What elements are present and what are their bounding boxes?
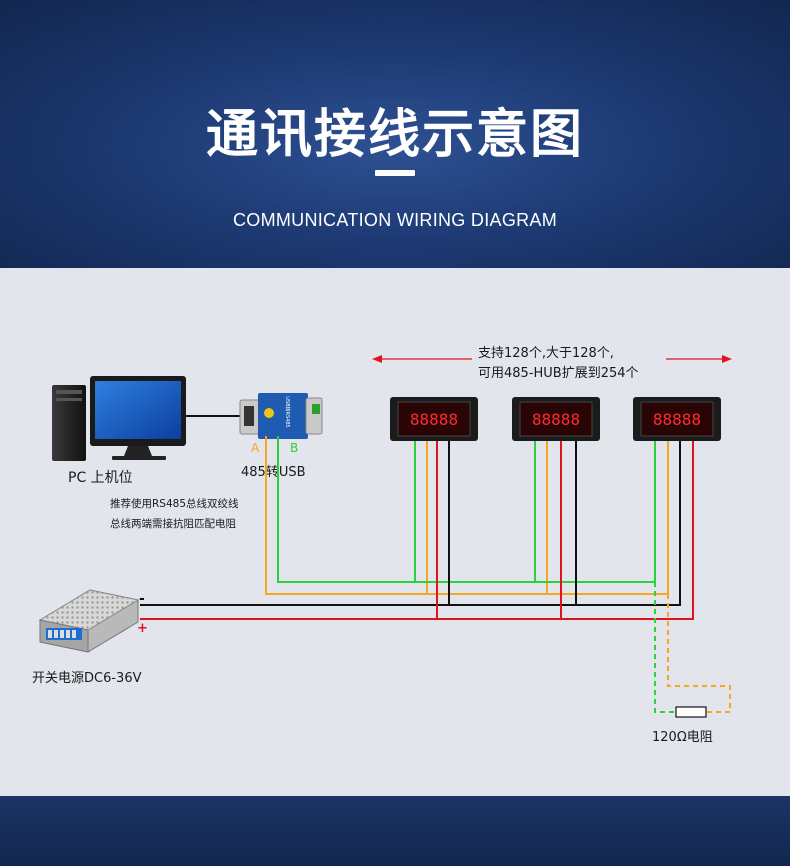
- meter-2: 88888: [512, 397, 600, 441]
- footer-banner: [0, 796, 790, 866]
- meter-1-display: 88888: [410, 410, 458, 429]
- meter-3-display: 88888: [653, 410, 701, 429]
- page-subtitle: COMMUNICATION WIRING DIAGRAM: [232, 210, 558, 230]
- title-divider: [375, 170, 415, 176]
- converter-body-text: USB转RS485: [284, 396, 291, 427]
- capacity-arrows: [372, 355, 732, 363]
- terminal-b-label: B: [290, 441, 298, 455]
- power-supply: [38, 589, 140, 653]
- meter-3: 88888: [633, 397, 721, 441]
- bus-wires: [140, 436, 731, 713]
- pc-label: PC 上机位: [68, 470, 133, 486]
- pc-computer: [52, 376, 186, 461]
- psu-minus: -: [139, 591, 145, 607]
- psu-label: 开关电源DC6-36V: [32, 671, 142, 686]
- converter-label: 485转USB: [241, 465, 306, 480]
- capacity-line-2: 可用485-HUB扩展到254个: [478, 366, 639, 381]
- note-line-1: 推荐使用RS485总线双绞线: [110, 497, 239, 510]
- terminal-a-label: A: [251, 441, 260, 455]
- meter-2-display: 88888: [532, 410, 580, 429]
- rs485-usb-converter: USB转RS485: [239, 393, 323, 439]
- terminating-resistor: [675, 706, 707, 718]
- meter-1: 88888: [390, 397, 478, 441]
- header-banner: 通讯接线示意图 COMMUNICATION WIRING DIAGRAM: [0, 0, 790, 268]
- resistor-label: 120Ω电阻: [652, 730, 713, 745]
- capacity-line-1: 支持128个,大于128个,: [478, 346, 614, 361]
- psu-plus: +: [137, 621, 148, 636]
- note-line-2: 总线两端需接抗阻匹配电阻: [110, 517, 236, 530]
- page-title: 通讯接线示意图: [205, 105, 584, 165]
